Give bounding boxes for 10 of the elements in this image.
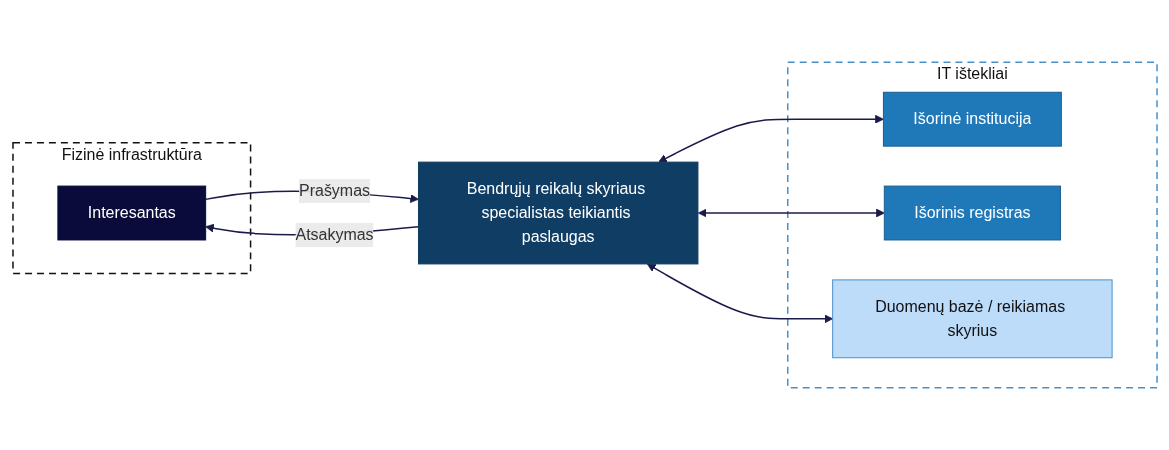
- edge-label: Prašymas: [298, 182, 370, 200]
- node-box: Išorinė institucija: [882, 91, 1062, 147]
- node-box: Išorinis registras: [883, 185, 1061, 241]
- node-box: Interesantas: [56, 185, 206, 241]
- edge-label: Atsakymas: [294, 226, 374, 243]
- arrow: [697, 208, 885, 218]
- arrow: [646, 263, 833, 324]
- node-box: Bendrųjų reikalų skyriaus specialistas teikiantis paslaugas: [417, 161, 698, 265]
- arrow: [657, 114, 884, 163]
- node-box: Duomenų bazė / reikiamas skyrius: [831, 279, 1113, 359]
